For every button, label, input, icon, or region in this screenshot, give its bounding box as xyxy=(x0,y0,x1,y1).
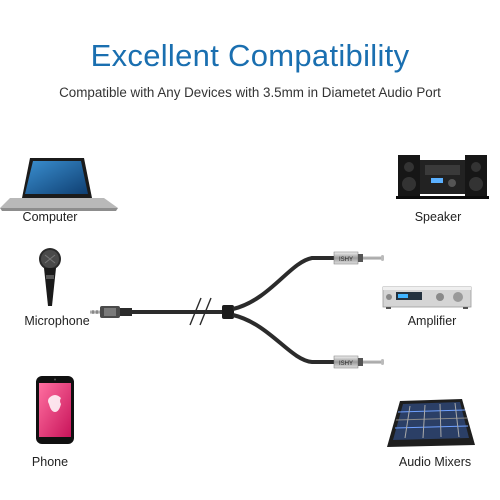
computer-label: Computer xyxy=(22,210,78,224)
y-cable-diagram: ISHY ISHY xyxy=(90,251,384,369)
audio-mixers-label: Audio Mixers xyxy=(398,455,472,469)
laptop-icon xyxy=(0,158,118,211)
svg-text:ISHY: ISHY xyxy=(339,257,353,263)
page-subtitle: Compatible with Any Devices with 3.5mm i… xyxy=(59,85,441,100)
plug-3-5mm-icon xyxy=(90,306,132,318)
phone-label: Phone xyxy=(31,455,69,469)
page-title: Excellent Compatibility xyxy=(90,38,410,73)
microphone-label: Microphone xyxy=(24,314,90,328)
svg-text:ISHY: ISHY xyxy=(339,361,353,367)
microphone-icon xyxy=(39,248,61,306)
speaker-icon xyxy=(396,155,489,199)
amplifier-icon xyxy=(382,286,472,309)
speaker-label: Speaker xyxy=(414,210,462,224)
phone-icon xyxy=(36,376,74,444)
audio-mixer-icon xyxy=(387,399,475,447)
plug-6-35mm-lower-icon: ISHY xyxy=(333,355,384,369)
plug-6-35mm-upper-icon: ISHY xyxy=(333,251,384,265)
amplifier-label: Amplifier xyxy=(407,314,457,328)
